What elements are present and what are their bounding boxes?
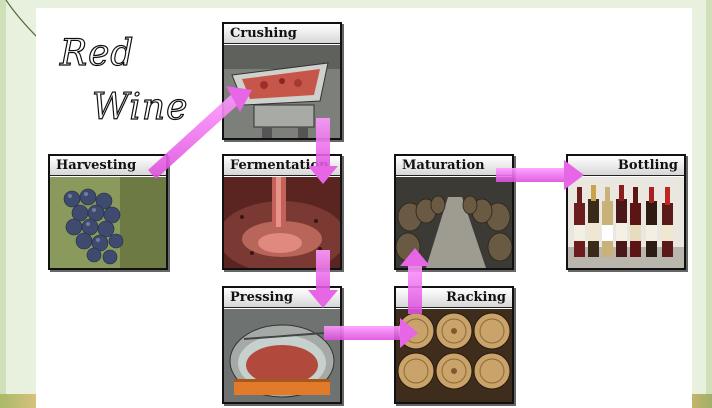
stage-harvesting: Harvesting [48,154,168,270]
left-border [0,0,6,408]
fermentation-vat-image [224,177,340,268]
stage-maturation: Maturation [394,154,514,270]
stage-fermentation: Fermentation [222,154,342,270]
title-red: Red [59,33,135,74]
stage-label-racking: Racking [396,288,512,308]
wine-bottles-image [568,177,684,268]
stage-pressing: Pressing [222,286,342,404]
stage-label-pressing: Pressing [224,288,340,308]
barrels-image [396,309,512,402]
grass-strip-left [0,394,36,408]
wine-press-image [224,309,340,402]
right-border [706,0,712,408]
stage-bottling: Bottling [566,154,686,270]
stage-label-fermentation: Fermentation [224,156,340,176]
title-wine: Wine [91,87,189,128]
stage-crushing: Crushing [222,22,342,140]
cellar-barrels-image [396,177,512,268]
stage-racking: Racking [394,286,514,404]
stage-label-bottling: Bottling [568,156,684,176]
stage-label-crushing: Crushing [224,24,340,44]
stage-label-maturation: Maturation [396,156,512,176]
grapes-image [50,177,166,268]
grass-strip-right [690,394,712,408]
stage-label-harvesting: Harvesting [50,156,166,176]
crusher-machine-image [224,45,340,138]
